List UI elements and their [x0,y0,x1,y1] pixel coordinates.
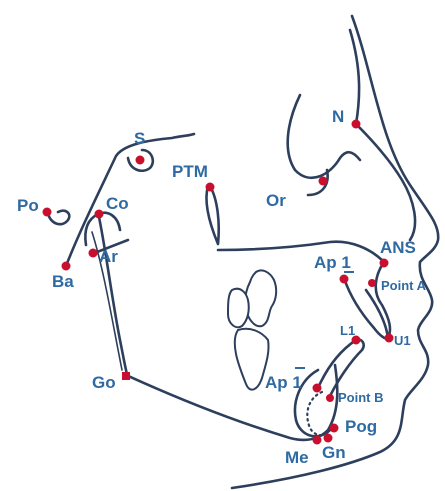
nasal-bone-outline [350,30,415,240]
upper-molar [245,270,276,326]
label-pog: Pog [345,417,377,436]
maxilla-anterior [376,262,390,338]
ap1-upper-dot [340,275,349,284]
ar-dot [89,249,98,258]
frontal-outline [288,95,360,178]
or-dot [319,177,328,186]
n-dot [352,120,361,129]
label-gn: Gn [322,443,346,462]
label-l1: L1 [340,323,355,338]
lower-molar [235,329,269,390]
palatal-plane [218,242,384,262]
s-dot [136,156,145,165]
point-b-dot [326,394,334,402]
ans-dot [380,259,389,268]
ba-dot [62,262,71,271]
pog-dot [330,424,339,433]
label-ap1-upper: Ap 1 [314,253,351,272]
u1-dot [385,334,394,343]
molar-teeth [228,270,276,389]
label-or: Or [266,191,286,210]
label-go: Go [92,373,116,392]
point-a-dot [368,279,376,287]
label-ap1-lower: Ap 1 [265,373,302,392]
label-po: Po [17,196,39,215]
ramus-outline [98,212,128,378]
ap1-lower-dot [313,384,322,393]
ptm-dot [206,183,215,192]
po-dot [43,208,52,217]
label-s: S [134,129,145,148]
ptm-fissure [206,186,218,244]
label-ba: Ba [52,272,74,291]
cranial-base [66,134,194,266]
landmark-labels: N S PTM Or Po Co Ar Ba ANS Ap 1 Point A … [17,107,427,467]
label-point-b: Point B [338,390,384,405]
gn-dot [324,434,333,443]
label-ans: ANS [380,238,416,257]
upper-molar-2 [228,289,249,328]
label-me: Me [285,448,309,467]
co-dot [95,210,104,219]
label-n: N [332,107,344,126]
go-dot [122,372,130,380]
label-ptm: PTM [172,162,208,181]
me-dot [313,436,322,445]
label-co: Co [106,194,129,213]
lower-incisor [318,340,364,396]
label-u1: U1 [394,333,411,348]
label-point-a: Point A [381,278,427,293]
label-ar: Ar [99,247,118,266]
mandible-border [126,365,337,440]
